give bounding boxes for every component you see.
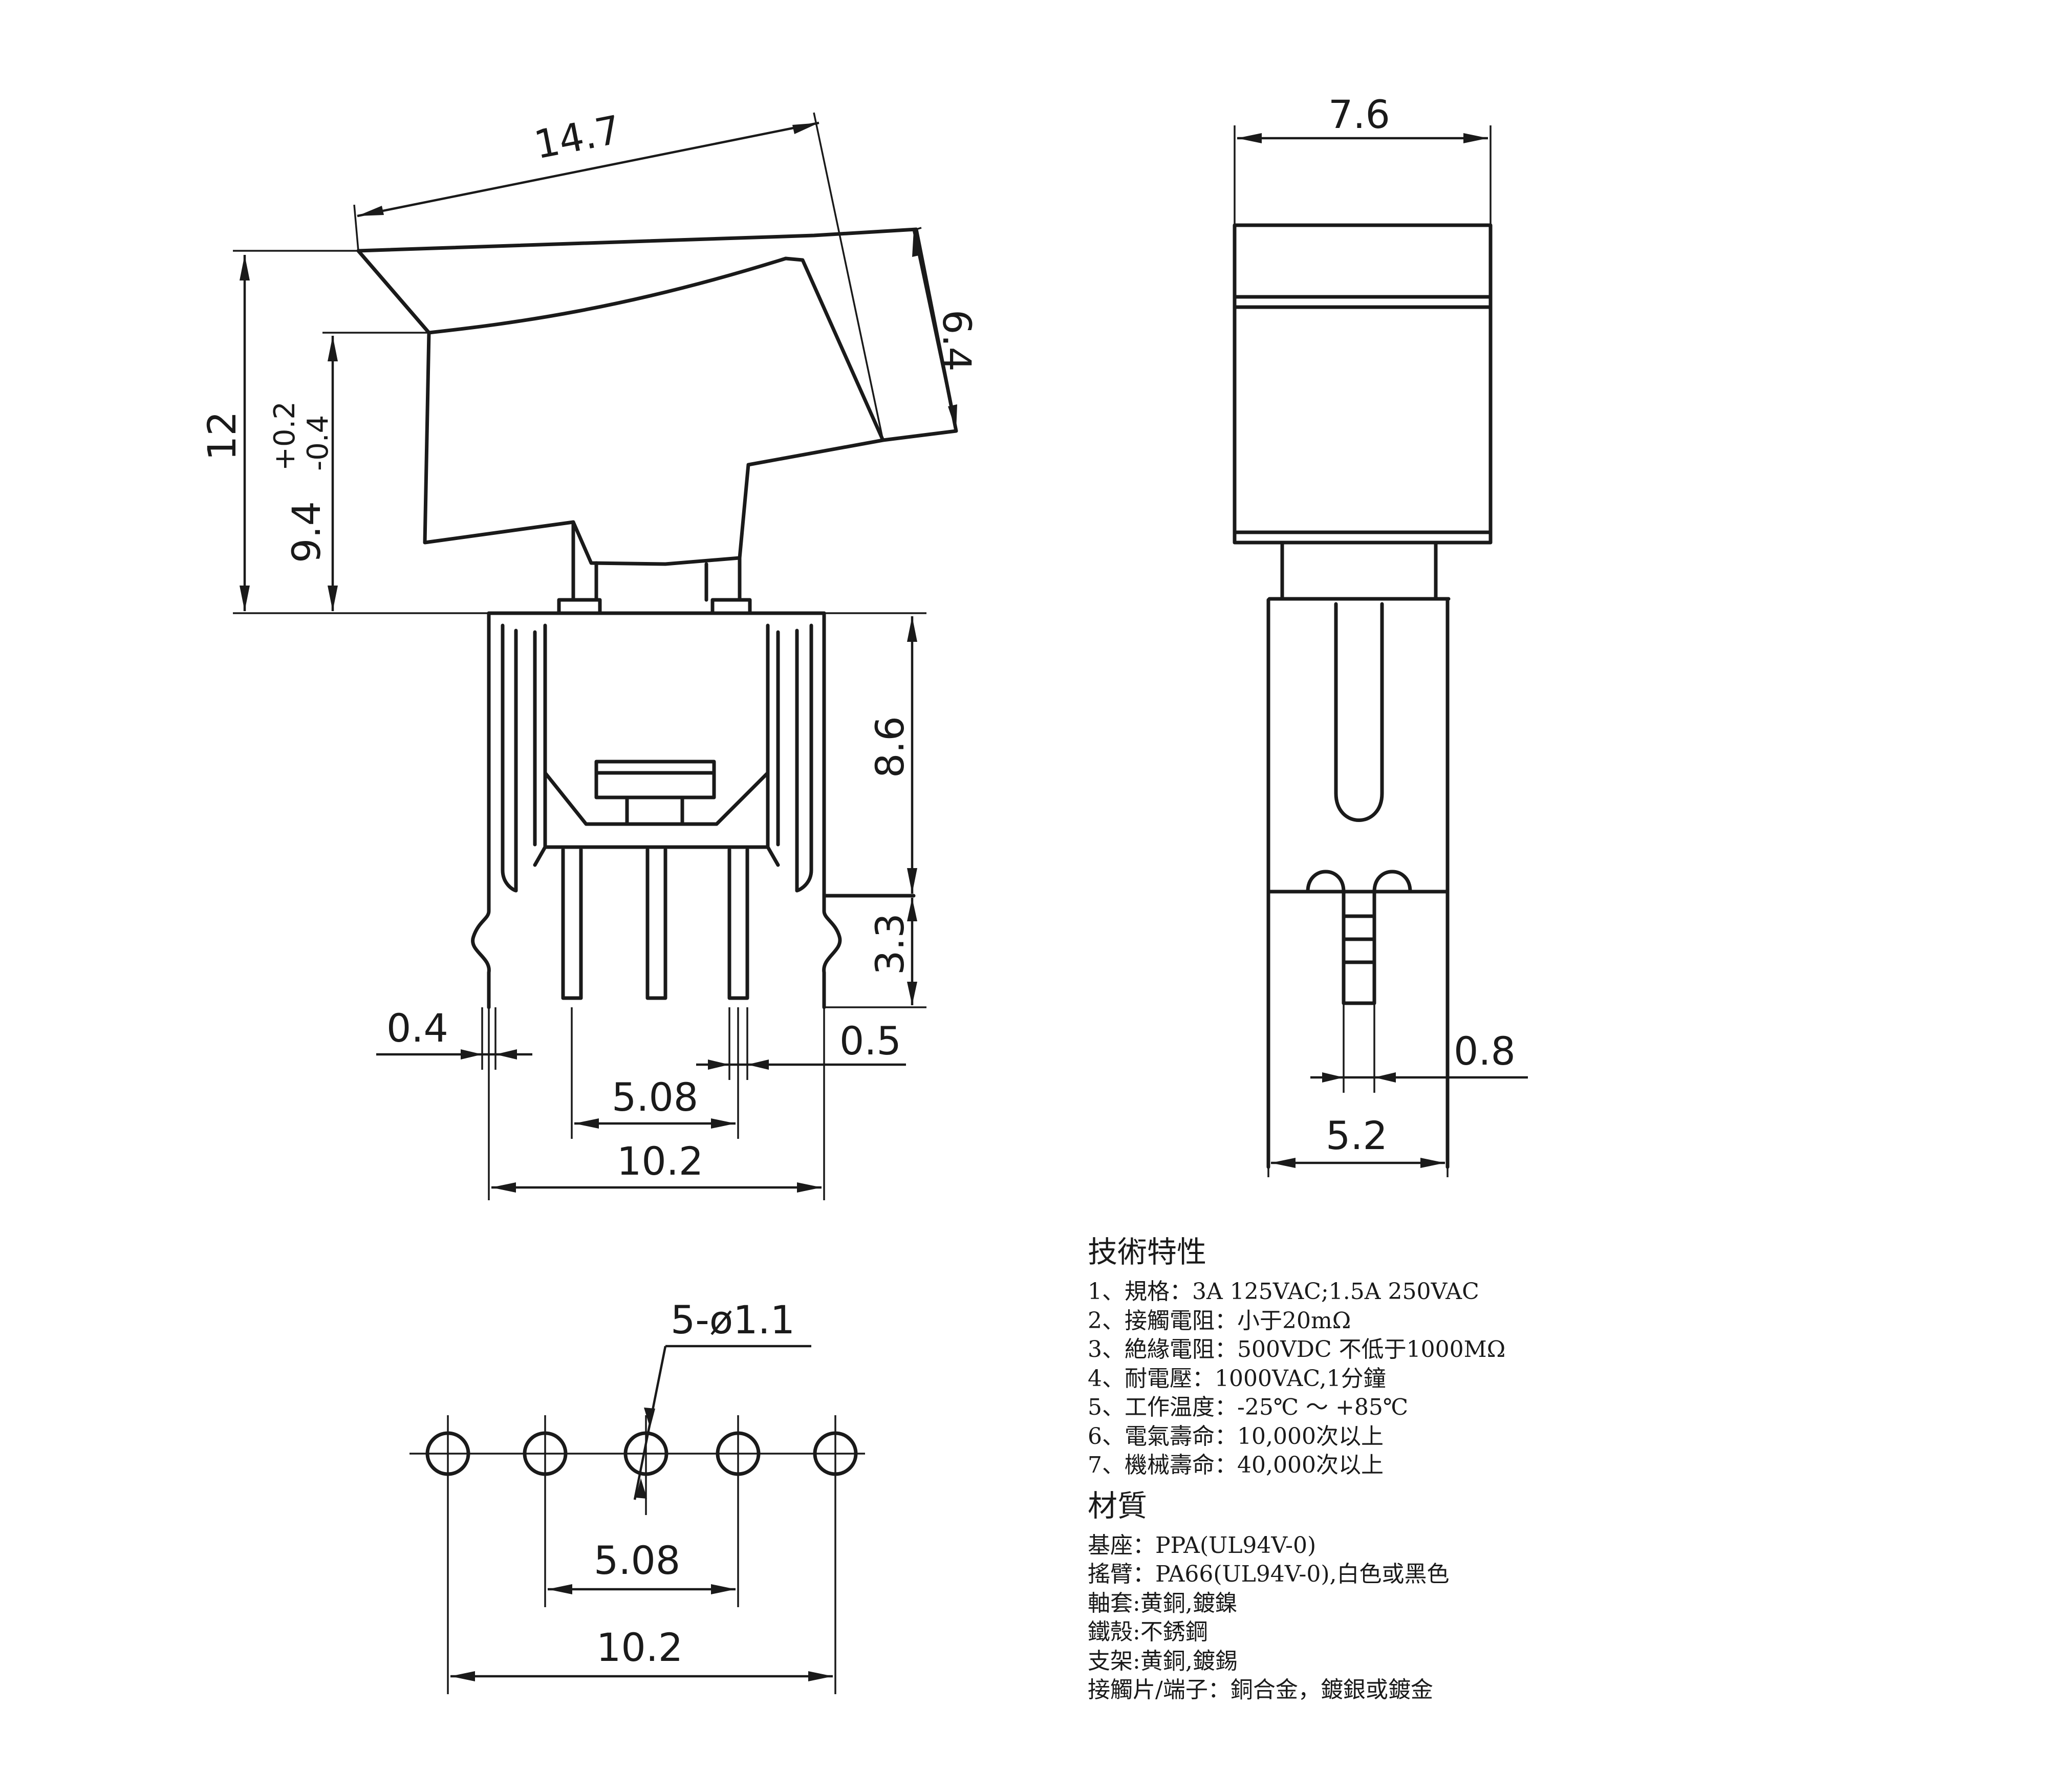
dim-base-width: 5.2 <box>1326 1113 1388 1158</box>
specs-block: 技術特性 1、規格：3A 125VAC;1.5A 250VAC 2、接觸電阻：小… <box>1088 1234 2060 1480</box>
end-view-dimensions: 7.6 0.8 5.2 <box>1234 92 1528 1177</box>
material-item: 搖臂：PA66(UL94V-0),白色或黑色 <box>1088 1561 1450 1587</box>
pcb-footprint: 5-ø1.1 5.08 10.2 <box>409 1297 865 1694</box>
dim-body-height: 8.6 <box>867 716 913 778</box>
dim-lever-length: 14.7 <box>530 106 624 168</box>
end-view <box>1233 223 1493 1169</box>
spec-panel: 技術特性 1、規格：3A 125VAC;1.5A 250VAC 2、接觸電阻：小… <box>1088 1234 2060 1705</box>
material-item: 基座：PPA(UL94V-0) <box>1088 1532 1316 1559</box>
materials-block: 材質 基座：PPA(UL94V-0) 搖臂：PA66(UL94V-0),白色或黑… <box>1088 1487 2060 1705</box>
dim-rocker-width: 7.6 <box>1328 92 1390 137</box>
dim-actuator-height: 9.4 <box>284 501 329 563</box>
dim-terminal-width-left: 0.4 <box>386 1005 448 1051</box>
spec-item: 2、接觸電阻：小于20mΩ <box>1088 1307 1351 1334</box>
spec-item: 4、耐電壓：1000VAC,1分鐘 <box>1088 1365 1386 1392</box>
dim-pin-pitch: 5.08 <box>612 1074 698 1120</box>
dim-hole-callout: 5-ø1.1 <box>671 1297 795 1343</box>
dim-actuator-tol-plus: +0.2 <box>268 401 301 471</box>
material-item: 支架:黄銅,鍍錫 <box>1088 1648 1238 1674</box>
dim-lever-height: 6.4 <box>934 310 980 372</box>
spec-item: 3、絶緣電阻：500VDC 不低于1000MΩ <box>1088 1336 1506 1363</box>
material-item: 軸套:黄銅,鍍鎳 <box>1088 1590 1238 1616</box>
dim-footprint-span: 10.2 <box>596 1625 683 1670</box>
actuator-posts <box>557 520 752 615</box>
dim-terminal-length: 3.3 <box>867 913 913 975</box>
dim-terminal-thickness: 0.8 <box>1454 1028 1516 1074</box>
end-view-stem <box>1267 540 1451 601</box>
end-view-base <box>1266 598 1450 1169</box>
dim-total-height: 12 <box>199 411 245 461</box>
dim-terminal-width-right: 0.5 <box>839 1018 901 1064</box>
switch-housing <box>533 623 780 867</box>
dim-actuator-tol-minus: -0.4 <box>301 415 335 471</box>
dim-body-width: 10.2 <box>617 1138 703 1184</box>
dim-footprint-pitch: 5.08 <box>594 1538 680 1583</box>
materials-title: 材質 <box>1088 1488 1148 1523</box>
spec-item: 5、工作温度：-25℃ ～ +85℃ <box>1088 1394 1409 1420</box>
rocker-actuator-outline <box>356 227 958 566</box>
spec-item: 1、規格：3A 125VAC;1.5A 250VAC <box>1088 1279 1479 1305</box>
spec-item: 6、電氣壽命：10,000次以上 <box>1088 1423 1384 1450</box>
end-view-rocker <box>1233 223 1493 545</box>
material-item: 接觸片/端子：銅合金，鍍銀或鍍金 <box>1088 1677 1433 1703</box>
side-view-dimensions: 14.7 6.4 12 9.4 +0.2 -0.4 8.6 3.3 <box>199 106 980 1200</box>
material-item: 鐵殼:不銹鋼 <box>1088 1619 1208 1645</box>
hole-centerlines <box>447 1415 836 1694</box>
spec-item: 7、機械壽命：40,000次以上 <box>1088 1452 1384 1478</box>
side-view <box>356 227 958 1009</box>
terminal-pins <box>561 848 749 1000</box>
specs-title: 技術特性 <box>1088 1235 1207 1269</box>
metal-bracket <box>471 611 916 1009</box>
